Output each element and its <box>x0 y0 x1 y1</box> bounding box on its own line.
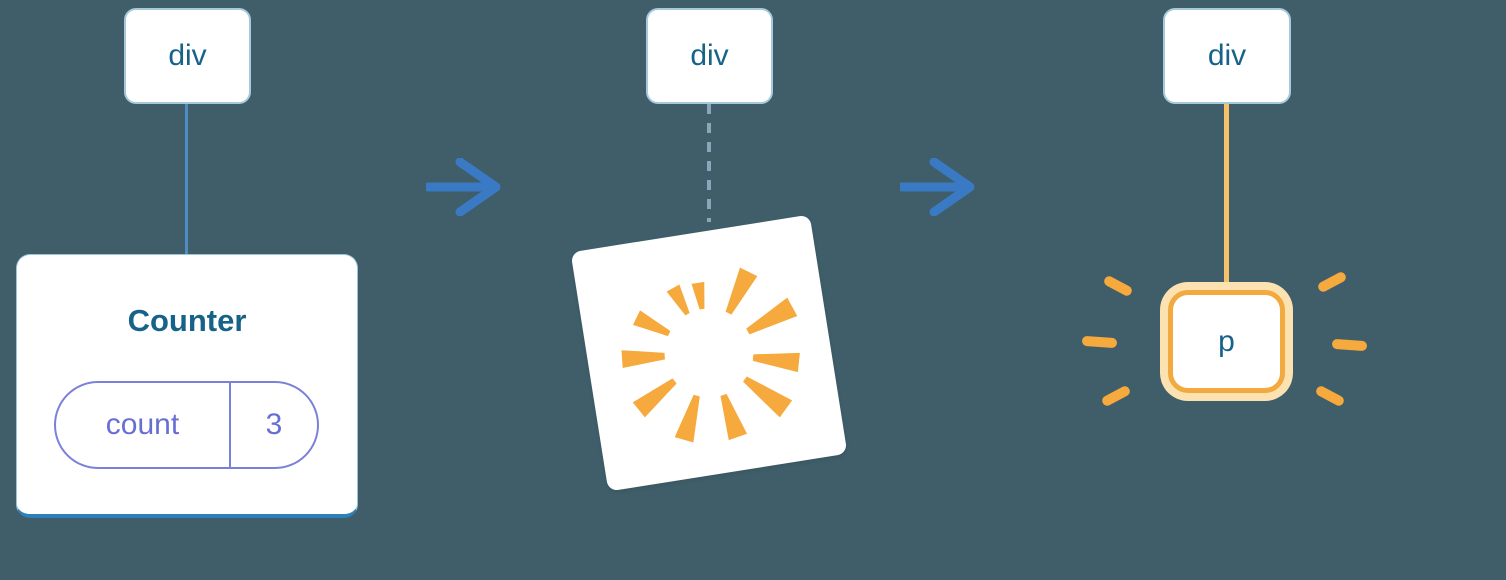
tree-node-p: p <box>1168 290 1285 393</box>
tree-node-div-2: div <box>646 8 773 104</box>
state-value-label: 3 <box>265 408 283 441</box>
new-node-highlight: p <box>1160 282 1293 401</box>
tree-node-div-3: div <box>1163 8 1291 104</box>
tree-node-div-1: div <box>124 8 251 104</box>
component-title: Counter <box>127 303 247 338</box>
counter-component-card: Counter count 3 <box>16 254 358 518</box>
poof-burst-icon <box>621 267 800 443</box>
sparkle-dash-icon <box>1100 384 1132 408</box>
poof-card <box>570 214 848 492</box>
node-label: div <box>168 39 207 72</box>
sparkle-dash-icon <box>1102 274 1134 298</box>
sparkle-dash-icon <box>1331 338 1368 352</box>
node-label: div <box>1207 39 1247 72</box>
state-key-label: count <box>56 383 231 467</box>
connector-orange-line <box>1224 104 1229 290</box>
arrow-right-icon <box>426 158 501 216</box>
connector-blue-line <box>185 104 188 255</box>
arrow-right-icon <box>900 158 975 216</box>
sparkle-dash-icon <box>1314 384 1346 408</box>
node-label: p <box>1218 324 1235 358</box>
sparkle-dash-icon <box>1081 335 1118 349</box>
state-pill: count 3 <box>54 381 319 469</box>
connector-dashed-line <box>707 104 711 222</box>
sparkle-dash-icon <box>1316 270 1348 294</box>
node-label: div <box>690 39 729 72</box>
